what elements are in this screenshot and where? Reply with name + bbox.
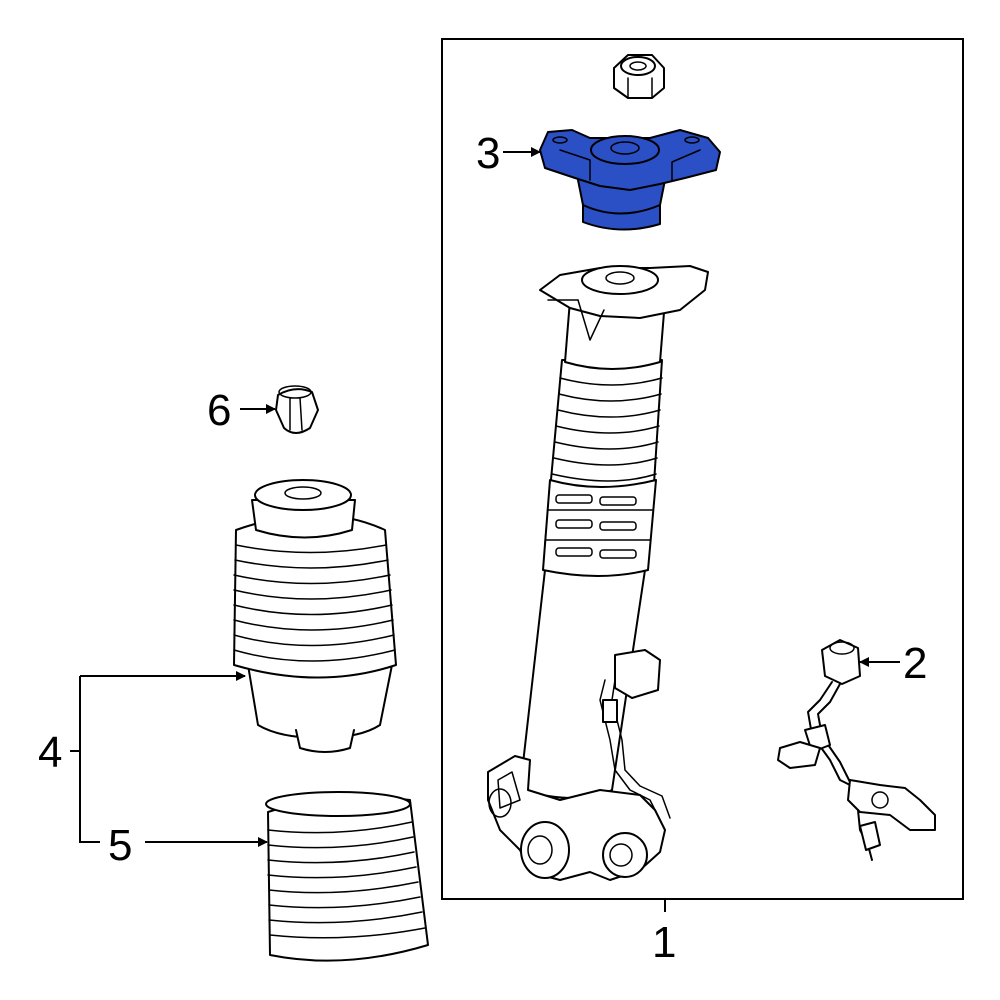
leader-bracket-4	[70, 675, 245, 843]
strut-assembly[interactable]	[487, 265, 709, 881]
callout-4: 4	[38, 728, 62, 777]
air-spring[interactable]	[233, 479, 397, 753]
assembly-frame	[441, 38, 964, 900]
nut[interactable]	[613, 54, 665, 99]
callout-3: 3	[476, 129, 500, 178]
callout-1: 1	[652, 918, 676, 967]
callout-5: 5	[108, 821, 132, 870]
upper-mount-part[interactable]	[539, 129, 721, 231]
wiring-harness[interactable]	[777, 639, 936, 861]
bump-stop[interactable]	[275, 385, 319, 434]
callout-2: 2	[903, 639, 927, 688]
callout-6: 6	[207, 386, 231, 435]
bellows[interactable]	[265, 791, 429, 962]
